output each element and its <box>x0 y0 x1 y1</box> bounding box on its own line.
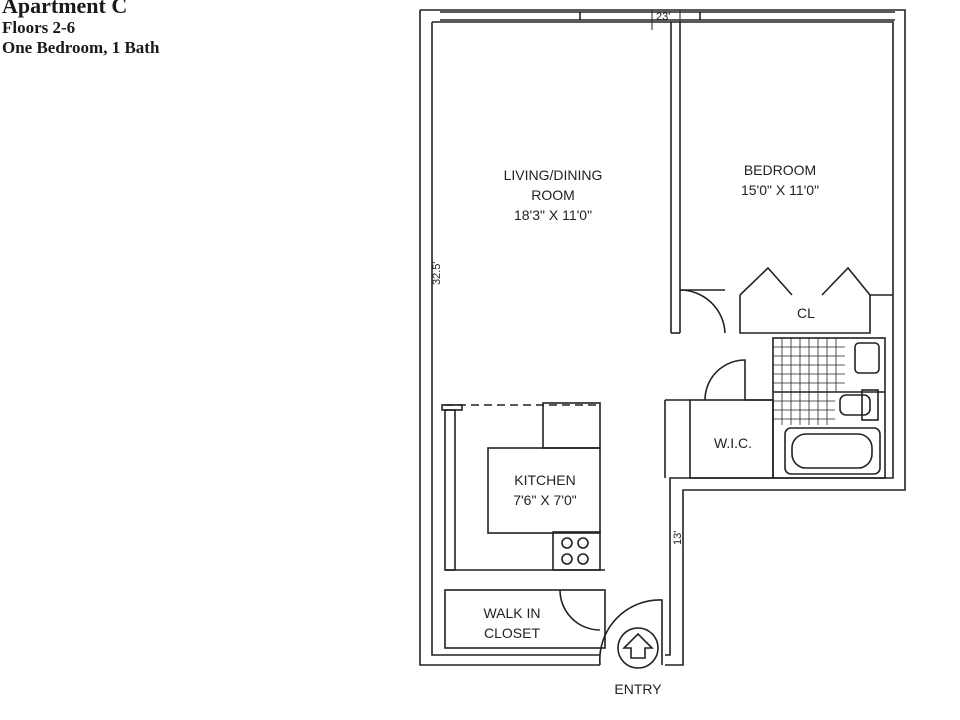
wic-room <box>664 359 774 479</box>
unit-type-label: One Bedroom, 1 Bath <box>2 38 160 57</box>
bedroom-name: BEDROOM <box>744 162 816 178</box>
stove-icon <box>561 537 589 565</box>
kitchen-area <box>441 402 605 571</box>
bedroom-size: 15'0" X 11'0" <box>741 182 819 198</box>
floors-label: Floors 2-6 <box>2 18 76 37</box>
sink-icon <box>854 342 880 374</box>
walk-in-closet-room <box>444 589 606 649</box>
bedroom-closet <box>739 266 893 334</box>
walk-in-closet-name: WALK IN <box>483 605 540 621</box>
living-room-name: LIVING/DINING <box>504 167 603 183</box>
plan-header: Apartment C Floors 2-6 One Bedroom, 1 Ba… <box>2 0 159 58</box>
entry-label: ENTRY <box>614 681 662 697</box>
bathtub-icon <box>784 427 881 475</box>
closet-name: CL <box>797 305 815 321</box>
living-room-size: 18'3" X 11'0" <box>514 207 592 223</box>
left-height-dimension: 32.5' <box>431 261 443 285</box>
entry-door <box>599 599 663 669</box>
bedroom-partition <box>670 22 726 334</box>
living-room-name-2: ROOM <box>531 187 575 203</box>
bathroom <box>772 337 886 479</box>
corridor-dimension: 13' <box>672 531 684 545</box>
apartment-title: Apartment C <box>2 0 128 18</box>
top-width-dimension: 23' <box>656 11 670 23</box>
kitchen-size: 7'6" X 7'0" <box>513 492 577 508</box>
kitchen-name: KITCHEN <box>514 472 575 488</box>
room-labels: LIVING/DINING ROOM 18'3" X 11'0" BEDROOM… <box>431 11 819 697</box>
toilet-icon <box>839 394 871 416</box>
entry-arrow-icon <box>622 632 654 659</box>
walk-in-closet-name-2: CLOSET <box>484 625 540 641</box>
wic-name: W.I.C. <box>714 435 752 451</box>
